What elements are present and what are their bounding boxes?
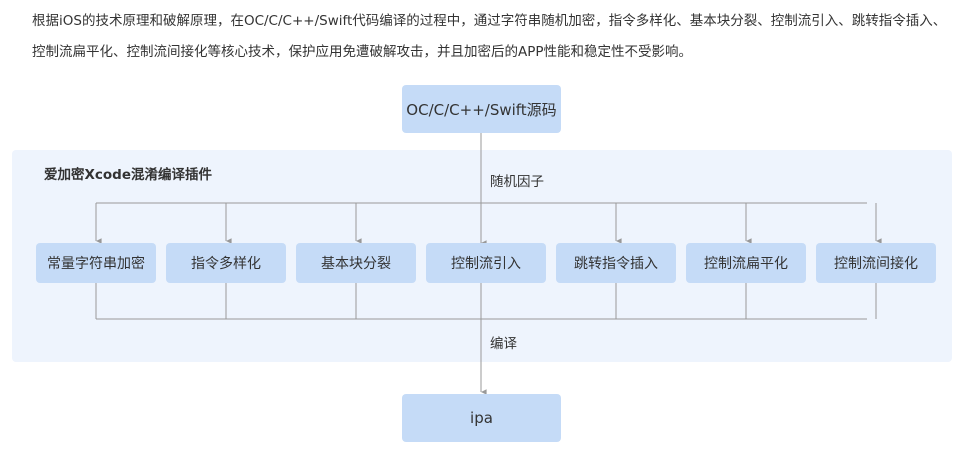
technique-node: 常量字符串加密 [36,243,156,283]
compile-label: 编译 [490,336,517,352]
technique-node: 指令多样化 [166,243,286,283]
source-code-node: OC/C/C++/Swift源码 [402,85,561,133]
ipa-output-node: ipa [402,394,561,442]
technique-node: 控制流扁平化 [686,243,806,283]
technique-node: 基本块分裂 [296,243,416,283]
drop-arrows [95,203,882,244]
technique-node: 跳转指令插入 [556,243,676,283]
technique-node: 控制流间接化 [816,243,936,283]
plugin-title: 爱加密Xcode混淆编译插件 [44,167,213,183]
intro-paragraph: 根据iOS的技术原理和破解原理，在OC/C/C++/Swift代码编译的过程中，… [32,13,947,60]
random-factor-label: 随机因子 [490,174,544,190]
rise-lines [95,283,877,319]
technique-node: 控制流引入 [426,243,546,283]
